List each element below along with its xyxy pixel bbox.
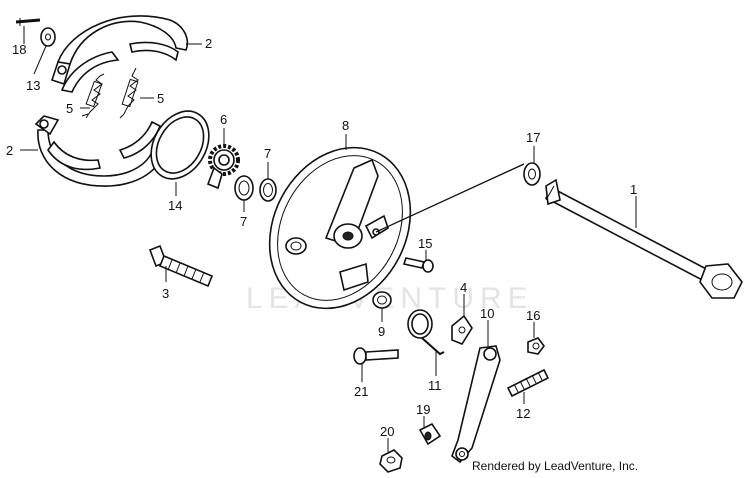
callout-17: 17: [526, 130, 540, 145]
part-12-threaded-rod: [506, 368, 550, 398]
leader-lines: [20, 26, 637, 452]
part-2-brake-shoe-lower: [34, 115, 165, 187]
part-19-pin: [418, 422, 442, 446]
part-11-return-spring: [407, 309, 445, 356]
callout-21: 21: [354, 384, 368, 399]
callout-5-left: 5: [66, 101, 73, 116]
part-2-brake-shoe-upper: [50, 15, 189, 93]
callout-13: 13: [26, 78, 40, 93]
part-5-spring-left: [81, 73, 105, 119]
callout-7-b: 7: [264, 146, 271, 161]
render-credit: Rendered by LeadVenture, Inc.: [472, 459, 638, 473]
callout-16: 16: [526, 308, 540, 323]
callout-8: 8: [342, 118, 349, 133]
part-10-brake-arm: [451, 345, 501, 464]
callout-19: 19: [416, 402, 430, 417]
part-8-brake-panel: [268, 146, 412, 310]
callout-5-right: 5: [157, 91, 164, 106]
callout-15: 15: [418, 236, 432, 251]
part-16-nut: [527, 337, 545, 355]
part-3-adjuster-bolt: [148, 244, 214, 288]
part-7-washer-b: [259, 178, 277, 202]
callout-10: 10: [480, 306, 494, 321]
part-13-washer: [40, 27, 56, 47]
part-14-seal-ring: [150, 110, 210, 180]
callout-18: 18: [12, 42, 26, 57]
part-5-spring-right: [119, 67, 139, 119]
callout-labels: 2 2 18 13 5 5 14 6 7 7 8 3 1 17 15 9 4 1…: [6, 36, 637, 439]
part-18-screw: [15, 18, 41, 26]
part-20-nut: [379, 449, 403, 473]
callout-2-upper: 2: [205, 36, 212, 51]
part-21-flange-bolt: [353, 347, 399, 365]
callout-20: 20: [380, 424, 394, 439]
callout-7-a: 7: [240, 214, 247, 229]
callout-12: 12: [516, 406, 530, 421]
part-6-gear: [206, 144, 240, 190]
callout-6: 6: [220, 112, 227, 127]
part-7-washer-a: [234, 175, 254, 201]
callout-1: 1: [630, 182, 637, 197]
callout-9: 9: [378, 324, 385, 339]
callout-3: 3: [162, 286, 169, 301]
callout-4: 4: [460, 280, 467, 295]
part-15-bolt: [402, 257, 434, 273]
part-1-axle: [544, 178, 743, 299]
callout-14: 14: [168, 198, 182, 213]
callout-11: 11: [428, 378, 442, 393]
part-17-washer: [523, 162, 541, 186]
part-9-washer: [372, 291, 392, 309]
part-4-indicator-plate: [451, 314, 473, 345]
callout-2-lower: 2: [6, 143, 13, 158]
